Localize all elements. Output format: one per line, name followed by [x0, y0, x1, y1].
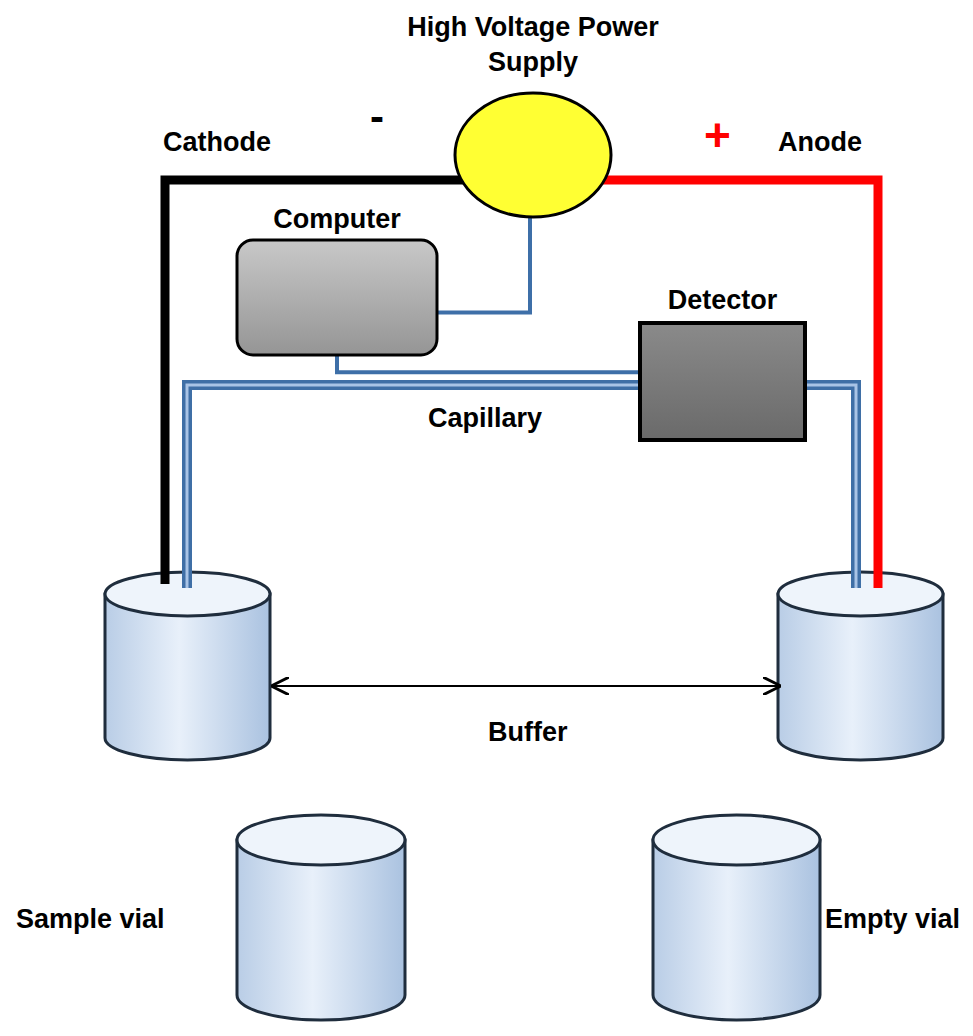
electrode-label: Anode: [778, 126, 862, 158]
power-supply: High Voltage Power Supply: [405, 0, 661, 222]
empty-vial: Empty vial: [645, 810, 970, 1025]
vial-top: [237, 815, 405, 865]
detector-box-shape: [640, 323, 805, 440]
node-title: High Voltage Power Supply: [405, 10, 661, 80]
signal-wire: [437, 216, 530, 312]
node-title: Empty vial: [825, 902, 970, 937]
computer-box: Computer: [232, 200, 442, 360]
buffer-vial: [778, 594, 943, 760]
buffer-arrow: [273, 685, 779, 687]
computer-box-shape: [237, 240, 437, 355]
polarity-sign: -: [370, 92, 384, 142]
node-title: Computer: [232, 202, 442, 237]
electrode-label: Cathode: [163, 126, 271, 158]
power-supply-circle: [455, 93, 611, 217]
polarity-sign: +: [704, 108, 731, 163]
vial-top: [653, 815, 820, 865]
buffer-vial: [105, 594, 270, 760]
anode-wire: [596, 180, 878, 588]
vial-body: [237, 840, 405, 1020]
node-title: Sample vial: [16, 902, 226, 937]
signal-wire: [337, 355, 640, 372]
part-label: Capillary: [428, 402, 542, 434]
node-title: Detector: [635, 283, 810, 318]
sample-vial: Sample vial: [12, 810, 410, 1025]
vial-body: [653, 840, 820, 1020]
cathode-wire: [165, 180, 470, 584]
detector-box: Detector: [635, 283, 810, 445]
part-label: Buffer: [488, 716, 568, 748]
